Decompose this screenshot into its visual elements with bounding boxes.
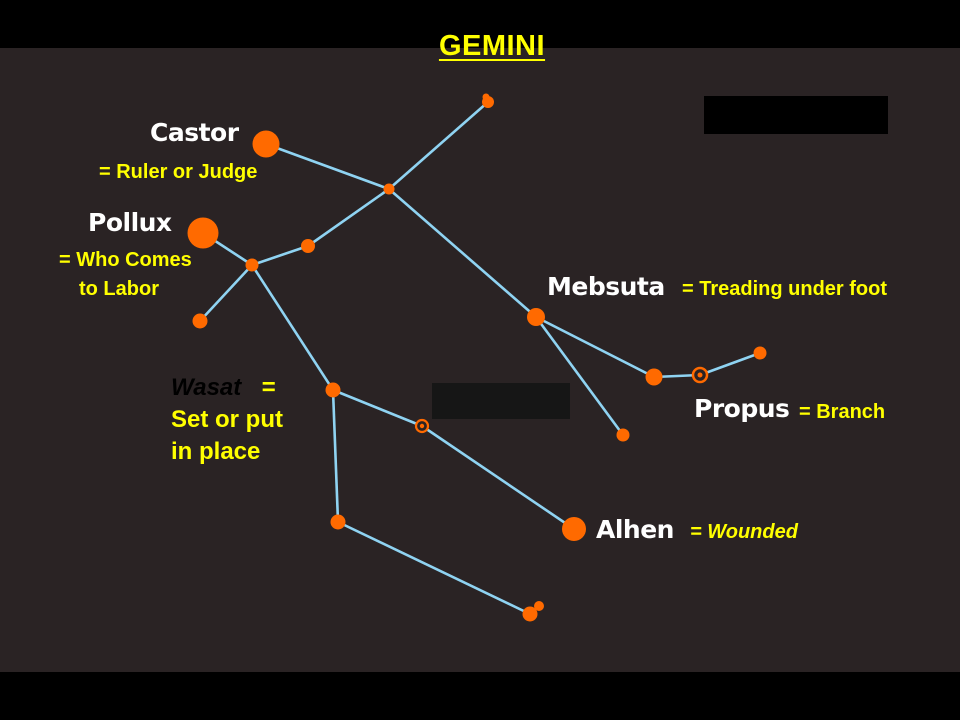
- castor-label: Castor: [150, 118, 239, 147]
- constellation-lines: [199, 101, 761, 616]
- mebsuta-meaning: = Treading under foot: [682, 278, 888, 300]
- star-mebsuta: [527, 308, 545, 326]
- wasat-meaning-line-2: in place: [171, 438, 261, 465]
- wasat-meaning-line-1: Set or put: [171, 406, 283, 433]
- redacted-box-gray: [432, 383, 570, 419]
- line-north-center: [388, 101, 489, 190]
- variable-stars: [414, 366, 709, 434]
- line-mid-junction: [251, 244, 309, 267]
- line-mebsuta-south: [534, 316, 625, 436]
- alhen-label: Alhen: [596, 515, 674, 544]
- wasat-equals: =: [261, 374, 276, 401]
- star-junction: [245, 258, 259, 272]
- redacted-box: [704, 96, 888, 134]
- star-alhen: [562, 517, 586, 541]
- page-title: GEMINI: [438, 30, 546, 62]
- mebsuta-label: Mebsuta: [547, 272, 665, 301]
- propus-label: Propus: [694, 394, 790, 423]
- wasat-label: Wasat: [171, 374, 242, 401]
- propus-meaning: = Branch: [799, 401, 886, 423]
- star-west: [192, 313, 208, 329]
- line-center-mid: [307, 187, 390, 248]
- star-east: [645, 368, 663, 386]
- pollux-meaning-line-1: = Who Comes: [59, 249, 192, 271]
- line-mebsuta-east: [535, 315, 655, 379]
- star-south-branch: [616, 428, 630, 442]
- pollux-meaning-line-2: to Labor: [79, 278, 159, 300]
- star-pollux: [187, 217, 219, 249]
- line-center-mebsuta: [388, 188, 537, 318]
- line-wasat-south: [331, 389, 340, 523]
- bottom-band: [0, 672, 960, 720]
- alhen-meaning: = Wounded: [690, 521, 798, 543]
- star-tip-companion: [534, 601, 544, 611]
- pollux-meaning: = Who Comes to Labor: [59, 246, 192, 304]
- star-mid: [301, 239, 315, 253]
- star-variable-core: [419, 423, 425, 429]
- top-band: [0, 0, 960, 48]
- line-east-alhen: [421, 424, 575, 531]
- star-propus-core: [697, 372, 703, 378]
- wasat-annotation: Wasat = Set or put in place: [171, 372, 283, 468]
- star-castor: [252, 130, 280, 158]
- line-castor-center: [265, 142, 390, 191]
- star-center: [383, 183, 395, 195]
- star-tip: [522, 606, 538, 622]
- pollux-label: Pollux: [88, 208, 172, 237]
- star-south: [330, 514, 346, 530]
- star-wasat: [325, 382, 341, 398]
- line-wasat-east: [332, 388, 423, 428]
- stars: [187, 93, 767, 622]
- line-south-tip: [337, 520, 531, 616]
- line-junction-west: [199, 264, 253, 322]
- star-propus-tip: [753, 346, 767, 360]
- castor-meaning: = Ruler or Judge: [99, 161, 258, 183]
- sky-panel: [0, 48, 960, 672]
- line-junction-wasat: [250, 264, 335, 391]
- star-north-companion: [482, 93, 490, 101]
- line-propus-tip: [699, 351, 761, 377]
